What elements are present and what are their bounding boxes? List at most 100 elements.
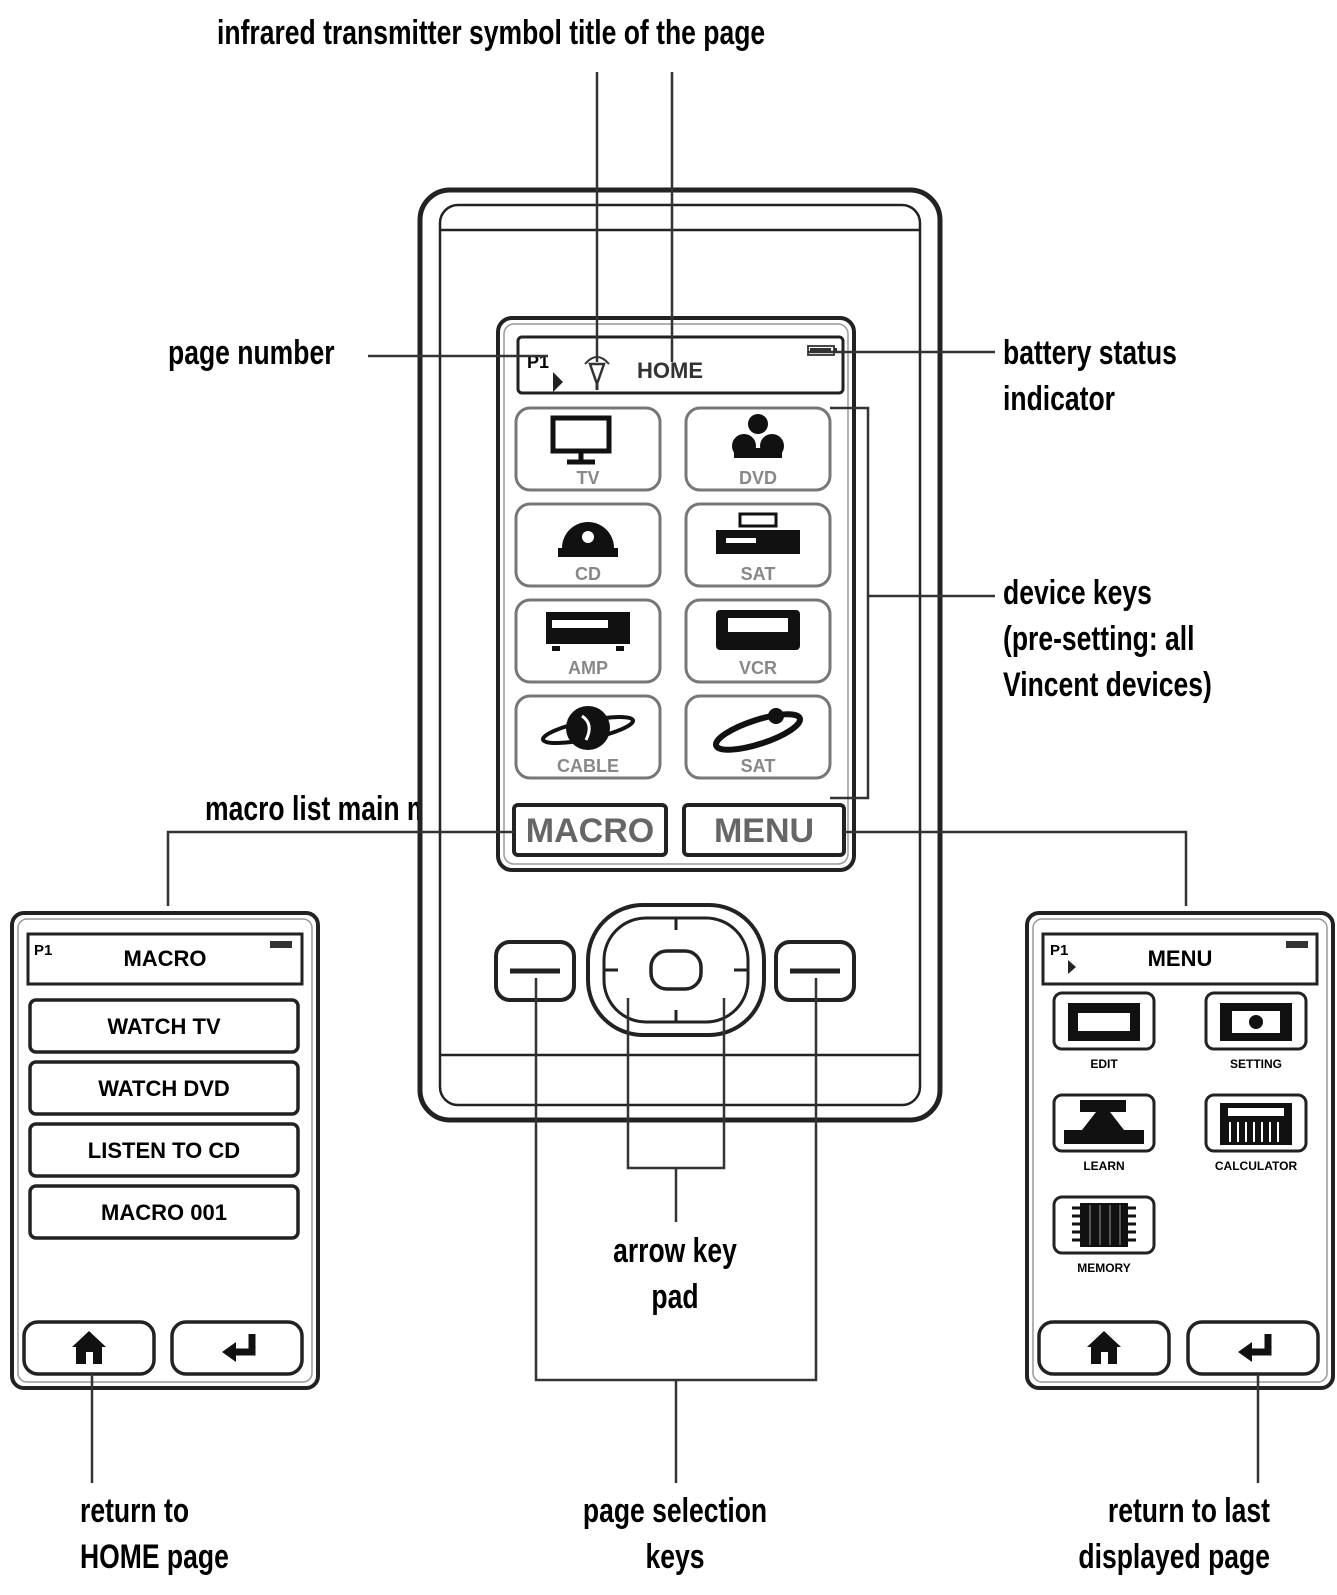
menu-item-calculator[interactable]: CALCULATOR	[1204, 1093, 1308, 1173]
status-bar: P1 HOME	[516, 335, 845, 395]
callout-battery-status: battery status indicator	[1003, 330, 1177, 422]
callout-line: displayed page	[1078, 1538, 1270, 1576]
device-key-label: AMP	[568, 658, 608, 678]
menu-back-button[interactable]	[1186, 1320, 1320, 1376]
menu-home-button[interactable]	[1037, 1320, 1171, 1376]
return-arrow-icon	[222, 1334, 256, 1362]
macro-home-button[interactable]	[22, 1320, 156, 1376]
macro-list: WATCH TV WATCH DVD LISTEN TO CD MACRO 00…	[28, 998, 300, 1240]
callout-line: arrow key	[613, 1232, 737, 1270]
menu-item-label: SETTING	[1230, 1057, 1282, 1071]
device-keys-bracket	[830, 406, 870, 800]
device-key-amp[interactable]: AMP	[514, 598, 662, 684]
page-arrow-icon	[553, 372, 563, 392]
menu-page-number: P1	[1050, 942, 1068, 959]
menu-key[interactable]: MENU	[682, 803, 846, 857]
callout-return-last: return to last displayed page	[1067, 1488, 1270, 1580]
device-key-label: DVD	[739, 468, 777, 488]
device-key-label: CABLE	[557, 756, 619, 776]
home-icon	[72, 1331, 106, 1364]
macro-screen-title: MACRO	[123, 946, 206, 971]
tv-icon	[550, 415, 612, 454]
macro-page-number: P1	[34, 942, 52, 959]
battery-icon	[1286, 941, 1308, 948]
macro-list-item[interactable]: WATCH DVD	[28, 1060, 300, 1116]
battery-icon	[807, 345, 837, 356]
arrow-keypad[interactable]	[586, 903, 766, 1037]
disc-stack-icon	[732, 414, 784, 458]
return-arrow-icon	[1238, 1334, 1272, 1362]
callout-arrow-keypad: arrow key pad	[570, 1228, 781, 1320]
menu-screen-title: MENU	[1148, 946, 1213, 971]
device-key-tv[interactable]: TV	[514, 406, 662, 492]
device-key-cd[interactable]: CD	[514, 502, 662, 588]
menu-item-label: MEMORY	[1077, 1261, 1131, 1275]
menu-item-label: CALCULATOR	[1215, 1159, 1298, 1173]
screen-title: HOME	[637, 358, 703, 383]
macro-key-label: MACRO	[526, 812, 654, 850]
callout-line: pad	[651, 1278, 699, 1316]
device-keys-grid: TV DVD CD	[514, 406, 832, 780]
callout-line: keys	[645, 1538, 705, 1576]
callout-line: indicator	[1003, 380, 1115, 418]
macro-back-button[interactable]	[170, 1320, 304, 1376]
device-key-sat-2[interactable]: SAT	[684, 694, 832, 780]
callout-line: return to	[80, 1492, 190, 1530]
menu-item-memory[interactable]: MEMORY	[1052, 1195, 1156, 1275]
macro-list-item[interactable]: WATCH TV	[28, 998, 300, 1054]
menu-item-label: LEARN	[1083, 1159, 1124, 1173]
macro-list-item[interactable]: LISTEN TO CD	[28, 1122, 300, 1178]
callout-page-selection: page selection keys	[546, 1488, 803, 1580]
callout-return-home: return to HOME page	[80, 1488, 229, 1580]
callout-line: Vincent devices)	[1003, 666, 1212, 704]
callout-line: (pre-setting: all	[1003, 620, 1195, 658]
device-key-sat[interactable]: SAT	[684, 502, 832, 588]
callout-line: battery status	[1003, 334, 1177, 372]
device-key-dvd[interactable]: DVD	[684, 406, 832, 492]
macro-screen: P1 MACRO WATCH TV WATCH DVD LISTEN TO CD…	[10, 911, 320, 1390]
callout-title-ir-symbol: infrared transmitter symbol title of the…	[217, 14, 766, 52]
vcr-icon	[716, 610, 800, 650]
leader-menu	[844, 830, 1188, 906]
device-key-label: SAT	[741, 564, 776, 584]
leader-lines	[90, 72, 1260, 1483]
macro-item-label: MACRO 001	[101, 1200, 227, 1225]
macro-key[interactable]: MACRO	[512, 803, 668, 857]
macro-item-label: WATCH TV	[107, 1014, 221, 1039]
menu-item-edit[interactable]: EDIT	[1052, 991, 1156, 1071]
macro-item-label: LISTEN TO CD	[88, 1138, 240, 1163]
callout-line: page selection	[582, 1492, 768, 1530]
learn-icon	[1064, 1100, 1144, 1144]
device-key-cable[interactable]: CABLE	[514, 694, 662, 780]
remote-screen	[496, 316, 856, 872]
device-key-label: TV	[576, 468, 599, 488]
macro-list-item[interactable]: MACRO 001	[28, 1184, 300, 1240]
callout-line: return to last	[1107, 1492, 1270, 1530]
device-key-vcr[interactable]: VCR	[684, 598, 832, 684]
battery-icon	[270, 941, 292, 948]
calculator-icon	[1220, 1103, 1292, 1145]
device-key-label: VCR	[739, 658, 777, 678]
page-arrow-icon	[1068, 960, 1076, 974]
menu-screen: P1 MENU EDIT SETTING LEARN	[1025, 911, 1335, 1390]
macro-status-bar	[26, 932, 304, 986]
menu-item-setting[interactable]: SETTING	[1204, 991, 1308, 1071]
menu-item-learn[interactable]: LEARN	[1052, 1093, 1156, 1173]
callout-page-number: page number	[168, 334, 335, 372]
amplifier-icon	[546, 612, 630, 651]
menu-status-bar	[1041, 932, 1319, 986]
menu-item-label: EDIT	[1090, 1057, 1118, 1071]
ok-key[interactable]	[649, 949, 703, 991]
callout-line: HOME page	[80, 1538, 229, 1576]
device-key-label: SAT	[741, 756, 776, 776]
menu-key-label: MENU	[714, 812, 814, 850]
memory-icon	[1072, 1203, 1136, 1247]
cd-player-icon	[558, 522, 618, 557]
home-icon	[1087, 1331, 1121, 1364]
receiver-icon	[716, 512, 800, 554]
callout-device-keys: device keys (pre-setting: all Vincent de…	[1003, 570, 1212, 708]
satellite-orbit-icon	[712, 708, 804, 753]
callout-line: device keys	[1003, 574, 1152, 612]
leader-macro	[166, 830, 514, 906]
